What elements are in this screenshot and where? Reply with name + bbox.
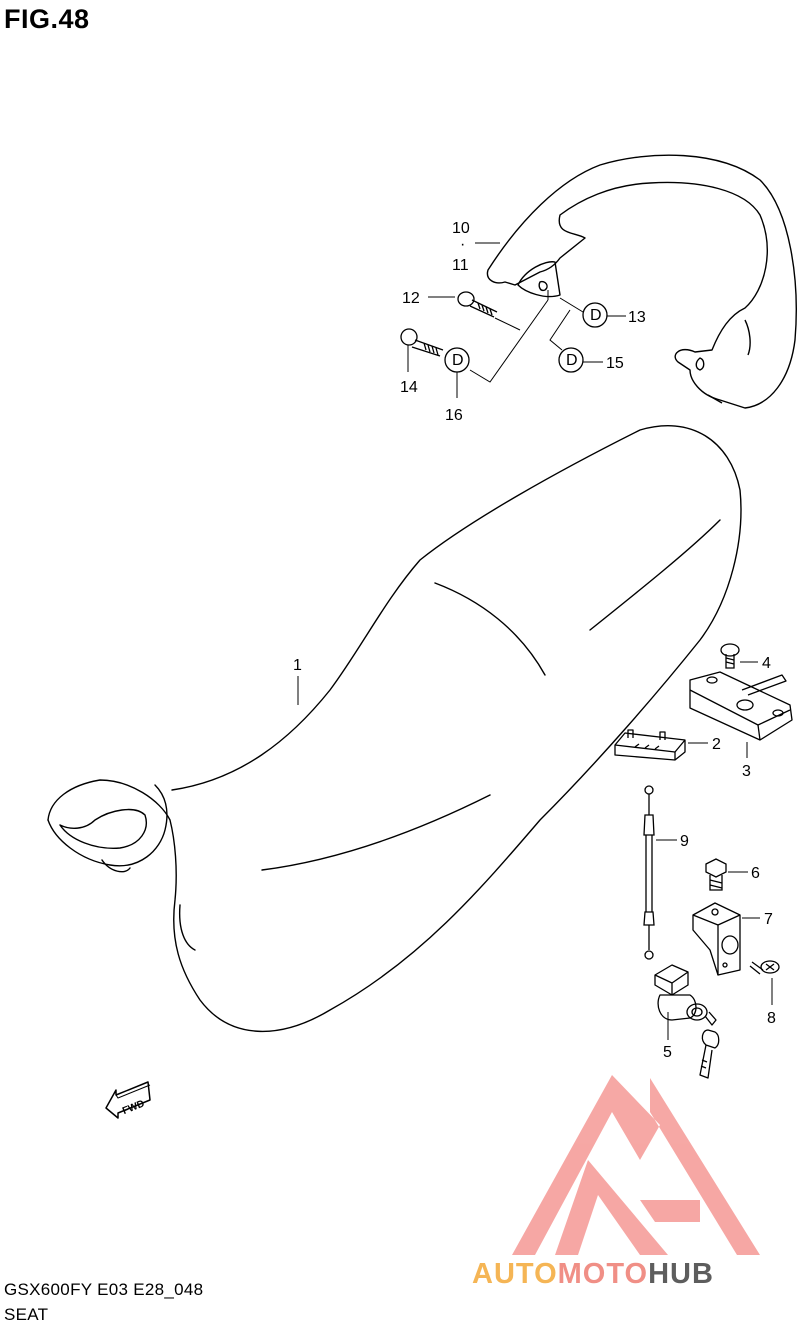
model-code: GSX600FY E03 E28_048 [4,1280,204,1299]
callout-11: 11 [452,257,469,274]
watermark-text-auto: AUTO [472,1258,558,1290]
watermark-text-moto: MOTO [558,1258,648,1290]
washer-mark-16: D [452,352,464,369]
leader-lines-rail [407,242,626,398]
callout-1: 1 [293,657,302,674]
callout-5: 5 [663,1044,672,1061]
callout-3: 3 [742,763,751,780]
seat-lock-part-5 [654,964,720,1079]
callout-16: 16 [445,407,463,424]
fwd-arrow-icon: FWD [105,1081,151,1119]
washer-mark-13: D [590,307,602,324]
part-group-name: SEAT [4,1305,49,1324]
callout-labels: 1 2 3 4 5 6 7 8 9 10 · 11 12 13 14 15 16 [293,220,776,1061]
bracket-part-3 [689,671,793,741]
callout-13: 13 [628,309,646,326]
bolt-part-14 [400,328,444,357]
screw-part-8 [749,960,780,975]
figure-title: FIG.48 [4,4,90,34]
seat-part-1 [47,425,742,1033]
callout-7: 7 [764,911,773,928]
svg-text:AUTOMOTOHUB: AUTOMOTOHUB [472,1258,714,1290]
screw-part-4 [720,643,740,669]
bolt-part-6 [705,858,727,891]
washer-mark-15: D [566,352,578,369]
callout-4: 4 [762,655,771,672]
callout-14: 14 [400,379,418,396]
callout-10: 10 [452,220,470,237]
bolt-part-12 [457,291,498,318]
washer-part-13: D [582,302,608,328]
callout-15: 15 [606,355,624,372]
washer-part-15: D [558,347,584,373]
callout-dot: · [460,236,465,253]
watermark-text-hub: HUB [648,1258,714,1290]
callout-12: 12 [402,290,420,307]
rubber-part-2 [614,729,686,761]
cable-part-9 [643,785,655,960]
callout-2: 2 [712,736,721,753]
watermark-logo: AUTOMOTOHUB [472,1075,760,1290]
callout-6: 6 [751,865,760,882]
callout-9: 9 [680,833,689,850]
grab-rail-part-10-11 [486,154,797,409]
watermark-triangle-mark [512,1075,760,1255]
callout-8: 8 [767,1010,776,1027]
washer-part-16: D [444,347,470,373]
bracket-part-7 [692,902,741,976]
